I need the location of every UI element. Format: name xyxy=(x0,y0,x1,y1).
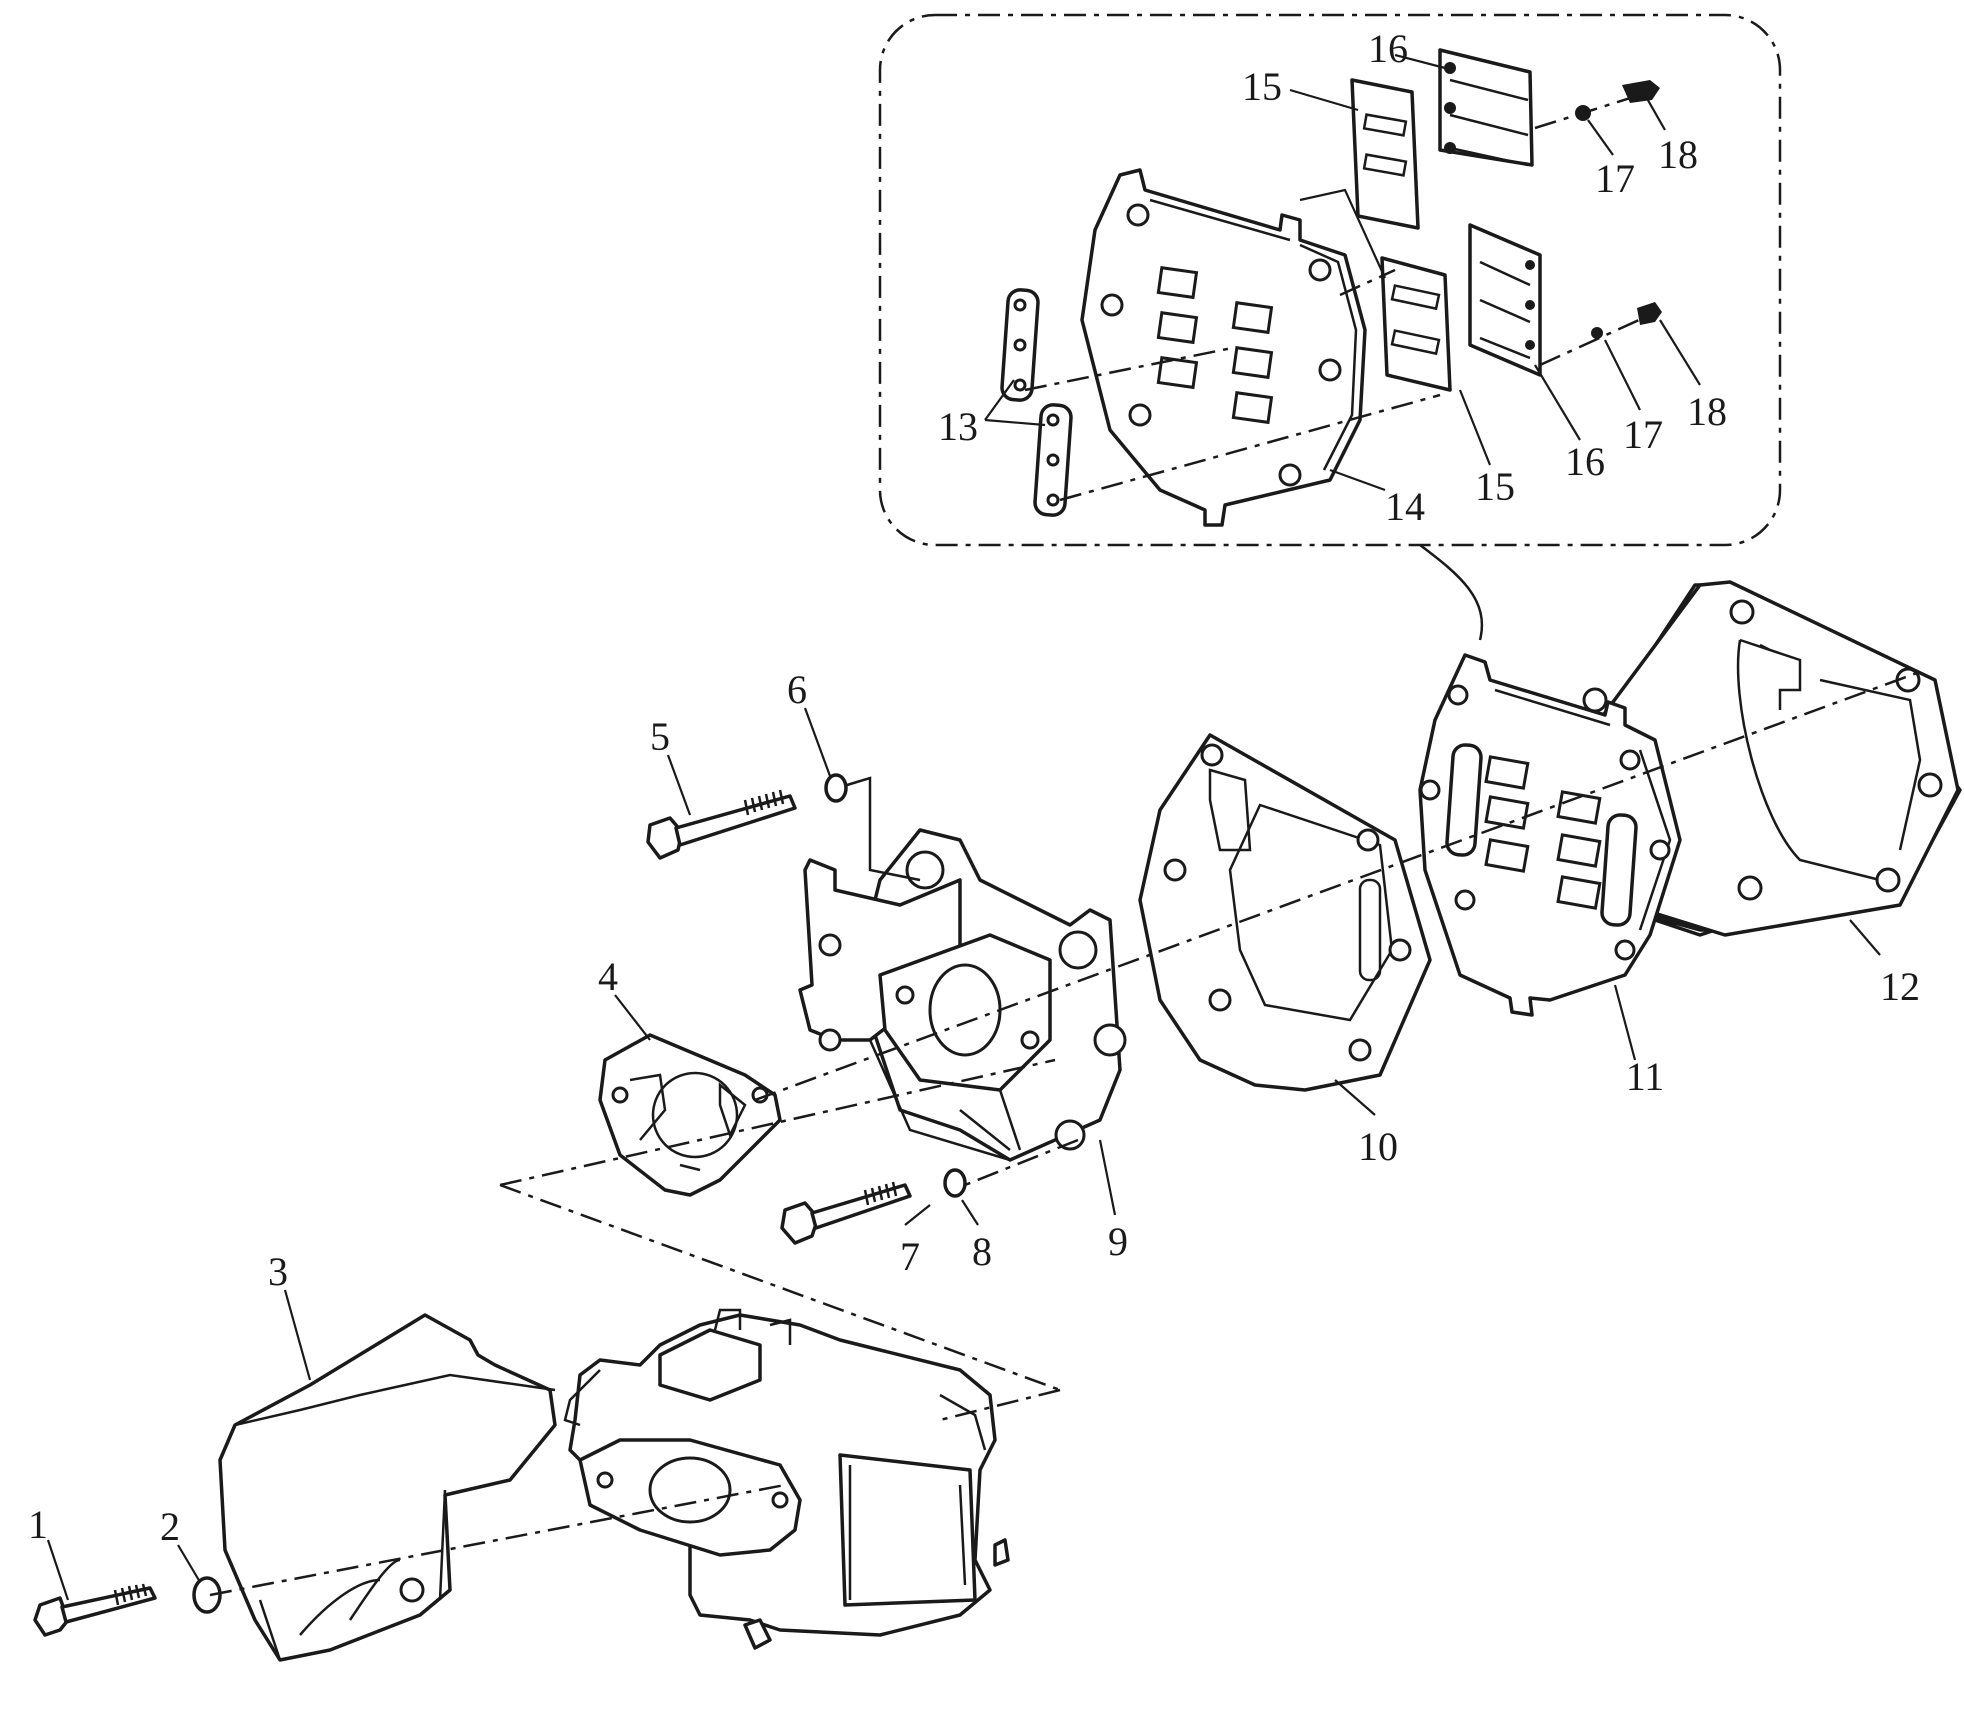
callout-2: 2 xyxy=(160,1504,180,1549)
callout-18-lower: 18 xyxy=(1687,389,1727,434)
washer-17-lower xyxy=(1591,327,1603,339)
callout-7: 7 xyxy=(900,1234,920,1279)
callout-labels: 1 2 3 4 5 6 7 8 9 10 11 12 13 14 15 15 1… xyxy=(28,26,1920,1549)
screw-18-lower xyxy=(1637,302,1662,325)
callout-16-lower: 16 xyxy=(1565,439,1605,484)
reed-valve-detail-inset xyxy=(878,13,1782,641)
washer-8 xyxy=(943,1168,967,1198)
callout-15-upper: 15 xyxy=(1242,64,1282,109)
callout-4: 4 xyxy=(598,954,618,999)
reed-stopper-13 xyxy=(1000,288,1073,517)
callout-12: 12 xyxy=(1880,964,1920,1009)
callout-5: 5 xyxy=(650,714,670,759)
assembly-lines xyxy=(209,668,1926,1597)
callout-3: 3 xyxy=(268,1249,288,1294)
callout-18-upper: 18 xyxy=(1658,132,1698,177)
gasket-10 xyxy=(1138,733,1432,1092)
reed-stopper-16-lower xyxy=(1468,223,1542,377)
carburetor xyxy=(563,1308,1010,1650)
callout-16-upper: 16 xyxy=(1368,26,1408,71)
callout-17-lower: 17 xyxy=(1623,412,1663,457)
reed-stopper-16-upper xyxy=(1438,48,1534,167)
intake-manifold-9 xyxy=(798,828,1127,1162)
bolt-1 xyxy=(33,1583,157,1637)
callout-1: 1 xyxy=(28,1502,48,1547)
callout-15-lower: 15 xyxy=(1475,464,1515,509)
reed-petal-15-upper xyxy=(1350,78,1420,230)
gasket-4 xyxy=(598,1033,782,1197)
callout-13: 13 xyxy=(938,404,978,449)
leader-lines xyxy=(46,53,1881,1601)
callout-11: 11 xyxy=(1626,1054,1665,1099)
callout-10: 10 xyxy=(1358,1124,1398,1169)
callout-17-upper: 17 xyxy=(1595,156,1635,201)
washer-6 xyxy=(824,773,848,803)
reed-plate-14 xyxy=(1080,168,1367,527)
reed-valve-assembly-11 xyxy=(1418,653,1682,1017)
bolt-7 xyxy=(780,1181,912,1245)
callout-14: 14 xyxy=(1385,484,1425,529)
washer-2 xyxy=(192,1576,222,1614)
callout-9: 9 xyxy=(1108,1219,1128,1264)
callout-6: 6 xyxy=(787,667,807,712)
bolt-5 xyxy=(646,789,797,860)
reed-petal-15-lower xyxy=(1380,256,1452,392)
cover-3 xyxy=(218,1313,557,1662)
callout-8: 8 xyxy=(972,1229,992,1274)
